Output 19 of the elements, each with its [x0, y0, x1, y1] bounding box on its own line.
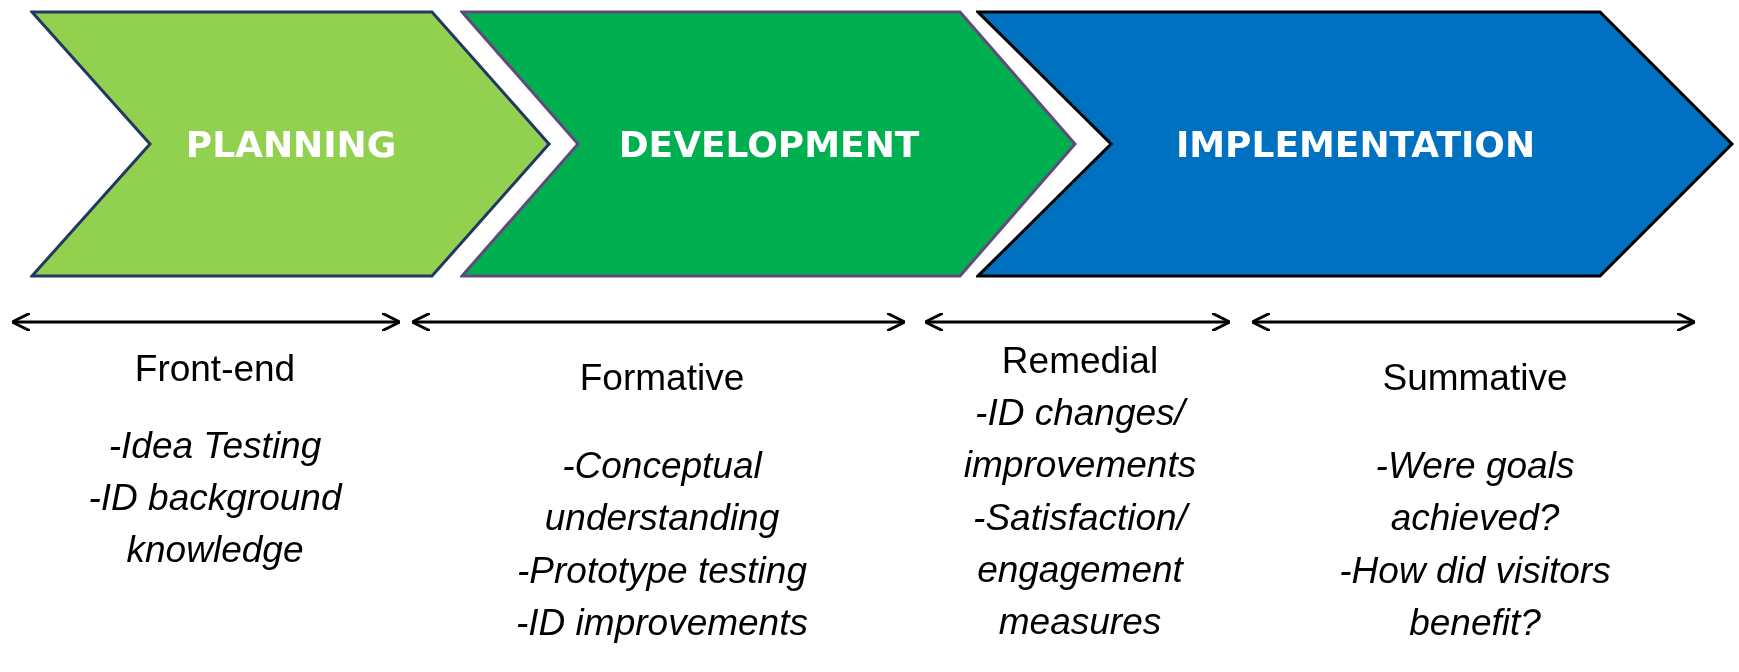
- bullet-text: -Idea Testing: [107, 424, 323, 468]
- phase-heading: Remedial: [1000, 339, 1160, 383]
- phase-banner: [976, 10, 1735, 278]
- bullet-text: -Satisfaction/ engagement measures: [940, 492, 1220, 648]
- bullet-text: -Prototype testing: [516, 549, 808, 593]
- phase-banner: [460, 10, 1078, 278]
- phase-heading: Summative: [1381, 356, 1569, 400]
- stage-title: PLANNING: [185, 123, 397, 165]
- bullet-text: -Were goals achieved?: [1374, 444, 1576, 540]
- bullet-text: -How did visitors benefit?: [1338, 549, 1612, 645]
- phase-heading: Front-end: [133, 347, 297, 391]
- bullet-text: -ID background knowledge: [87, 476, 344, 572]
- stage-title: DEVELOPMENT: [618, 123, 920, 165]
- bullet-text: -Conceptual understanding: [543, 444, 781, 540]
- bullet-text: -ID improvements: [515, 601, 809, 645]
- phase-banner: [30, 10, 552, 278]
- phase-heading: Formative: [578, 356, 746, 400]
- stage-title: IMPLEMENTATION: [1175, 123, 1536, 165]
- bullet-text: -ID changes/ improvements: [962, 391, 1198, 487]
